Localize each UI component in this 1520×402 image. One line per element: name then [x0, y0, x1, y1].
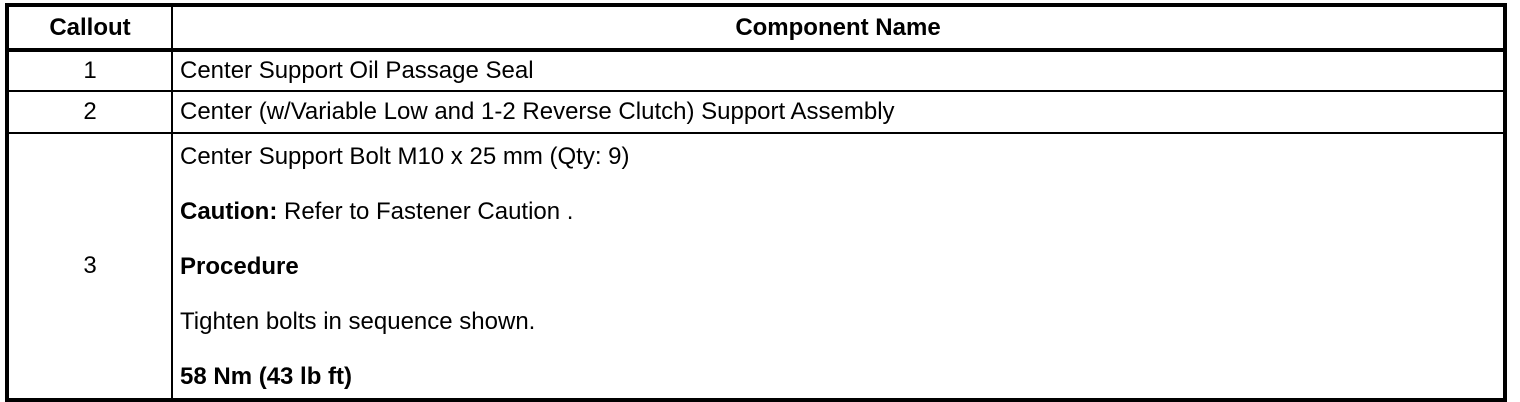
- component-paragraph-caution: Caution: Refer to Fastener Caution .: [180, 197, 1495, 227]
- callout-component-table: Callout Component Name 1 Center Support …: [5, 3, 1507, 402]
- paragraph-bold-text: 58 Nm (43 lb ft): [180, 363, 353, 390]
- paragraph-regular-text: Refer to Fastener Caution .: [277, 198, 574, 225]
- component-paragraph: Center Support Bolt M10 x 25 mm (Qty: 9): [180, 142, 1495, 172]
- component-name: Center Support Oil Passage Seal: [171, 49, 1506, 92]
- table-body: 1 Center Support Oil Passage Seal 2 Cent…: [6, 49, 1506, 401]
- header-callout: Callout: [6, 4, 173, 52]
- table-header: Callout Component Name: [6, 4, 1506, 52]
- callout-number: 2: [6, 90, 173, 134]
- component-paragraph-procedure: Procedure: [180, 252, 1495, 282]
- table-row: 3 Center Support Bolt M10 x 25 mm (Qty: …: [6, 132, 1506, 401]
- component-paragraph-torque: 58 Nm (43 lb ft): [180, 362, 1495, 392]
- table-row: 1 Center Support Oil Passage Seal: [6, 49, 1506, 92]
- component-name: Center (w/Variable Low and 1-2 Reverse C…: [171, 90, 1506, 134]
- callout-number: 3: [6, 132, 173, 401]
- paragraph-regular-text: Tighten bolts in sequence shown.: [180, 308, 536, 335]
- paragraph-bold-text: Procedure: [180, 253, 299, 280]
- component-paragraph: Tighten bolts in sequence shown.: [180, 307, 1495, 337]
- header-component-name: Component Name: [171, 4, 1506, 52]
- component-detail-cell: Center Support Bolt M10 x 25 mm (Qty: 9)…: [171, 132, 1506, 401]
- callout-number: 1: [6, 49, 173, 92]
- paragraph-regular-text: Center Support Bolt M10 x 25 mm (Qty: 9): [180, 143, 630, 170]
- paragraph-bold-text: Caution:: [180, 198, 278, 225]
- table-row: 2 Center (w/Variable Low and 1-2 Reverse…: [6, 90, 1506, 134]
- header-row: Callout Component Name: [6, 4, 1506, 52]
